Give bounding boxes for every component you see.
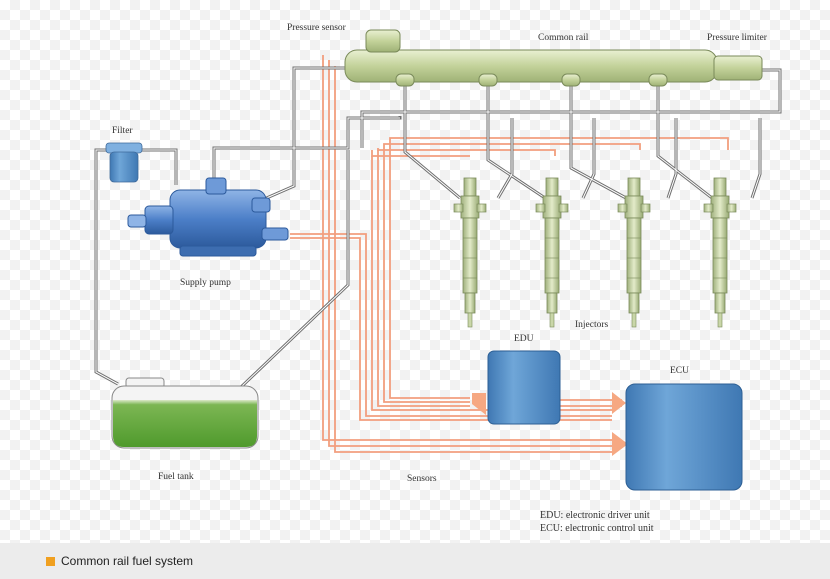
ecu-label: ECU	[670, 366, 689, 376]
injector-3	[617, 177, 651, 328]
fuel-pipes-inner	[95, 67, 781, 389]
legend-edu: EDU: electronic driver unit	[540, 510, 650, 521]
supply-pump	[127, 177, 289, 257]
common-rail-label: Common rail	[538, 33, 589, 43]
pressure-sensor-unit	[365, 29, 401, 53]
legend: EDU: electronic driver unit ECU: electro…	[540, 509, 654, 535]
signal-lines	[290, 55, 729, 453]
fuel-tank-label: Fuel tank	[158, 472, 194, 482]
pressure-limiter-label: Pressure limiter	[707, 33, 767, 43]
fuel-tank	[111, 377, 259, 449]
edu-box	[487, 350, 561, 425]
caption-marker	[46, 556, 55, 566]
signal-arrows	[472, 392, 628, 456]
caption-text: Common rail fuel system	[61, 554, 194, 568]
filter-label: Filter	[112, 126, 133, 136]
injector-4	[703, 177, 737, 328]
legend-ecu: ECU: electronic control unit	[540, 523, 654, 534]
rail-outlets	[395, 73, 668, 87]
injectors-label: Injectors	[575, 320, 609, 330]
injector-2	[535, 177, 569, 328]
supply-pump-label: Supply pump	[180, 278, 231, 288]
ecu-box	[625, 383, 743, 491]
caption-bar: Common rail fuel system	[0, 543, 830, 579]
common-rail-diagram	[94, 29, 782, 491]
edu-label: EDU	[514, 334, 534, 344]
injector-1	[453, 177, 487, 328]
common-rail	[344, 49, 763, 83]
pressure-sensor-label: Pressure sensor	[287, 23, 346, 33]
filter	[105, 142, 143, 183]
sensors-label: Sensors	[407, 474, 437, 484]
